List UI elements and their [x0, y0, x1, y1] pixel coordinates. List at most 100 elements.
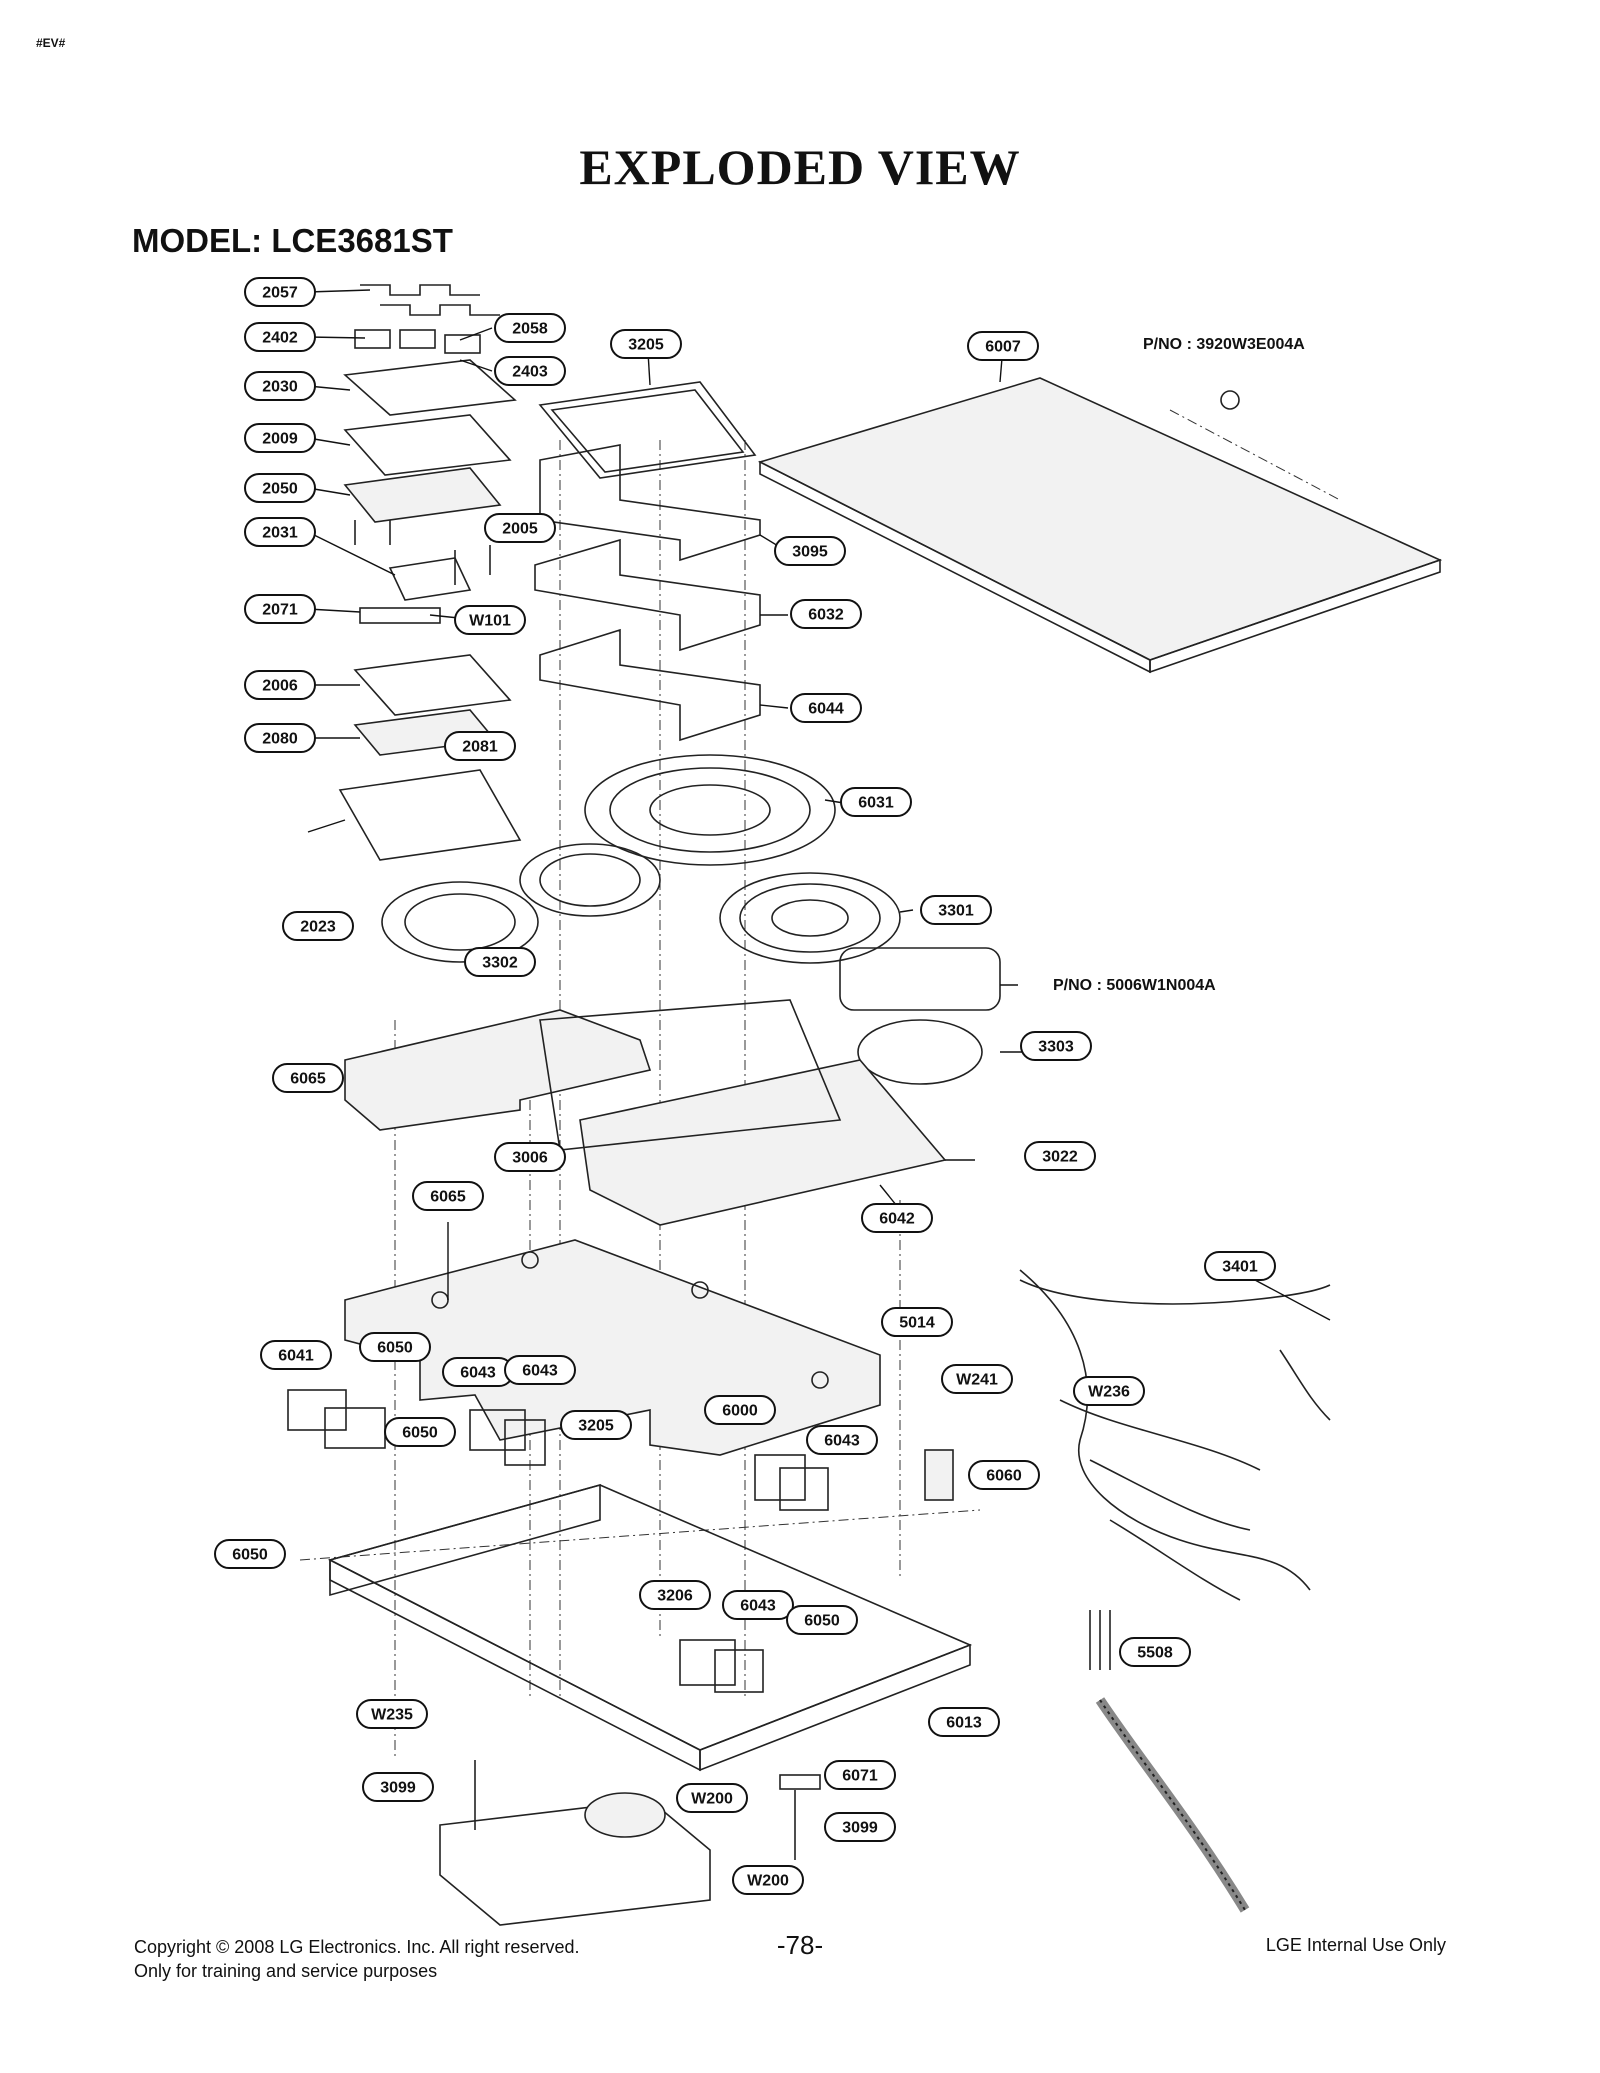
- callout-6050: 6050: [359, 1332, 431, 1362]
- callout-label: 2402: [262, 330, 298, 347]
- callout-label: W241: [956, 1372, 998, 1389]
- callout-3099: 3099: [824, 1812, 896, 1842]
- callout-6007: 6007: [967, 331, 1039, 361]
- callout-w200: W200: [676, 1783, 748, 1813]
- callout-3022: 3022: [1024, 1141, 1096, 1171]
- callout-label: 6043: [740, 1598, 776, 1615]
- callout-label: 6050: [232, 1547, 268, 1564]
- callout-label: 3301: [938, 903, 974, 920]
- callout-6043: 6043: [722, 1590, 794, 1620]
- callout-label: 6065: [430, 1189, 466, 1206]
- callout-label: 2057: [262, 285, 298, 302]
- callout-label: 3205: [578, 1418, 614, 1435]
- callout-label: 3206: [657, 1588, 693, 1605]
- callout-2402: 2402: [244, 322, 316, 352]
- page-title: EXPLODED VIEW: [579, 139, 1021, 195]
- callout-6031: 6031: [840, 787, 912, 817]
- callout-label: 6050: [402, 1425, 438, 1442]
- callout-w101: W101: [454, 605, 526, 635]
- model-label: MODEL: LCE3681ST: [132, 222, 453, 259]
- callout-w235: W235: [356, 1699, 428, 1729]
- corner-tag: #EV#: [36, 36, 66, 50]
- callout-label: 6050: [377, 1340, 413, 1357]
- callout-label: 5014: [899, 1315, 935, 1332]
- callout-label: 2403: [512, 364, 548, 381]
- callout-label: 6032: [808, 607, 844, 624]
- callout-label: 6043: [824, 1433, 860, 1450]
- callout-2403: 2403: [494, 356, 566, 386]
- callout-label: 2080: [262, 731, 298, 748]
- callout-2009: 2009: [244, 423, 316, 453]
- callout-label: W200: [691, 1791, 733, 1808]
- callout-6044: 6044: [790, 693, 862, 723]
- callout-6050: 6050: [214, 1539, 286, 1569]
- trim-frame-6007: [538, 381, 757, 479]
- callout-label: 6013: [946, 1715, 982, 1732]
- callout-label: 3022: [1042, 1149, 1078, 1166]
- callout-label: 3303: [1038, 1039, 1074, 1056]
- callout-label: 6042: [879, 1211, 915, 1228]
- callout-label: 2030: [262, 379, 298, 396]
- callout-3205: 3205: [560, 1410, 632, 1440]
- callout-3099: 3099: [362, 1772, 434, 1802]
- callout-3303: 3303: [1020, 1031, 1092, 1061]
- callout-label: 2058: [512, 321, 548, 338]
- callout-3401: 3401: [1204, 1251, 1276, 1281]
- callout-6065: 6065: [272, 1063, 344, 1093]
- callout-2080: 2080: [244, 723, 316, 753]
- callout-label: 3099: [842, 1820, 878, 1837]
- side-brackets: [534, 444, 761, 742]
- callout-label: 2050: [262, 481, 298, 498]
- callout-w241: W241: [941, 1364, 1013, 1394]
- control-box-6013: [439, 1760, 821, 1926]
- callout-6060: 6060: [968, 1460, 1040, 1490]
- page-number: -78-: [776, 1930, 824, 1960]
- callout-label: 2005: [502, 521, 538, 538]
- callout-label: 3099: [380, 1780, 416, 1797]
- internal-use-label: LGE Internal Use Only: [1265, 1935, 1446, 1955]
- radiant-elements: [381, 754, 1001, 1085]
- callout-2023: 2023: [282, 911, 354, 941]
- callout-2057: 2057: [244, 277, 316, 307]
- callout-label: 2071: [262, 602, 298, 619]
- callout-label: 3095: [792, 544, 828, 561]
- callout-label: 3006: [512, 1150, 548, 1167]
- footer-copyright-block: Copyright © 2008 LG Electronics. Inc. Al…: [134, 1935, 579, 1983]
- callout-6032: 6032: [790, 599, 862, 629]
- callout-label: 6060: [986, 1468, 1022, 1485]
- chassis-6000: [327, 1483, 973, 1772]
- callout-label: 6043: [460, 1365, 496, 1382]
- callout-label: 6007: [985, 339, 1021, 356]
- callout-6043: 6043: [806, 1425, 878, 1455]
- callout-6050: 6050: [384, 1417, 456, 1447]
- callout-2031: 2031: [244, 517, 316, 547]
- callout-label: 6071: [842, 1768, 878, 1785]
- callout-w236: W236: [1073, 1376, 1145, 1406]
- callout-label: W101: [469, 613, 511, 630]
- callout-6071: 6071: [824, 1760, 896, 1790]
- callout-6000: 6000: [704, 1395, 776, 1425]
- callout-label: 2023: [300, 919, 336, 936]
- purpose-text: Only for training and service purposes: [134, 1961, 438, 1981]
- brackets-6050-6043: [287, 1389, 829, 1693]
- callout-label: 3401: [1222, 1259, 1258, 1276]
- callout-6043: 6043: [504, 1355, 576, 1385]
- glass-cooktop-3095: [757, 377, 1443, 674]
- callout-5508: 5508: [1119, 1637, 1191, 1667]
- callout-2058: 2058: [494, 313, 566, 343]
- callout-label: 2006: [262, 678, 298, 695]
- callout-3206: 3206: [639, 1580, 711, 1610]
- wiring-harness: [1019, 1269, 1331, 1601]
- terminal-block-5508: [924, 1449, 954, 1501]
- callout-w200: W200: [732, 1865, 804, 1895]
- callout-2081: 2081: [444, 731, 516, 761]
- callout-label: 5508: [1137, 1645, 1173, 1662]
- callout-3302: 3302: [464, 947, 536, 977]
- callout-label: 2031: [262, 525, 298, 542]
- element-mounting-plates: [344, 999, 947, 1226]
- copyright-text: Copyright © 2008 LG Electronics. Inc. Al…: [134, 1937, 580, 1957]
- callout-layer: 2057 2058 2402 2403 2030 2009 2050 2005 2031 2071…: [214, 277, 1276, 1895]
- power-cord-5010: [1089, 1610, 1250, 1913]
- callout-label: 3302: [482, 955, 518, 972]
